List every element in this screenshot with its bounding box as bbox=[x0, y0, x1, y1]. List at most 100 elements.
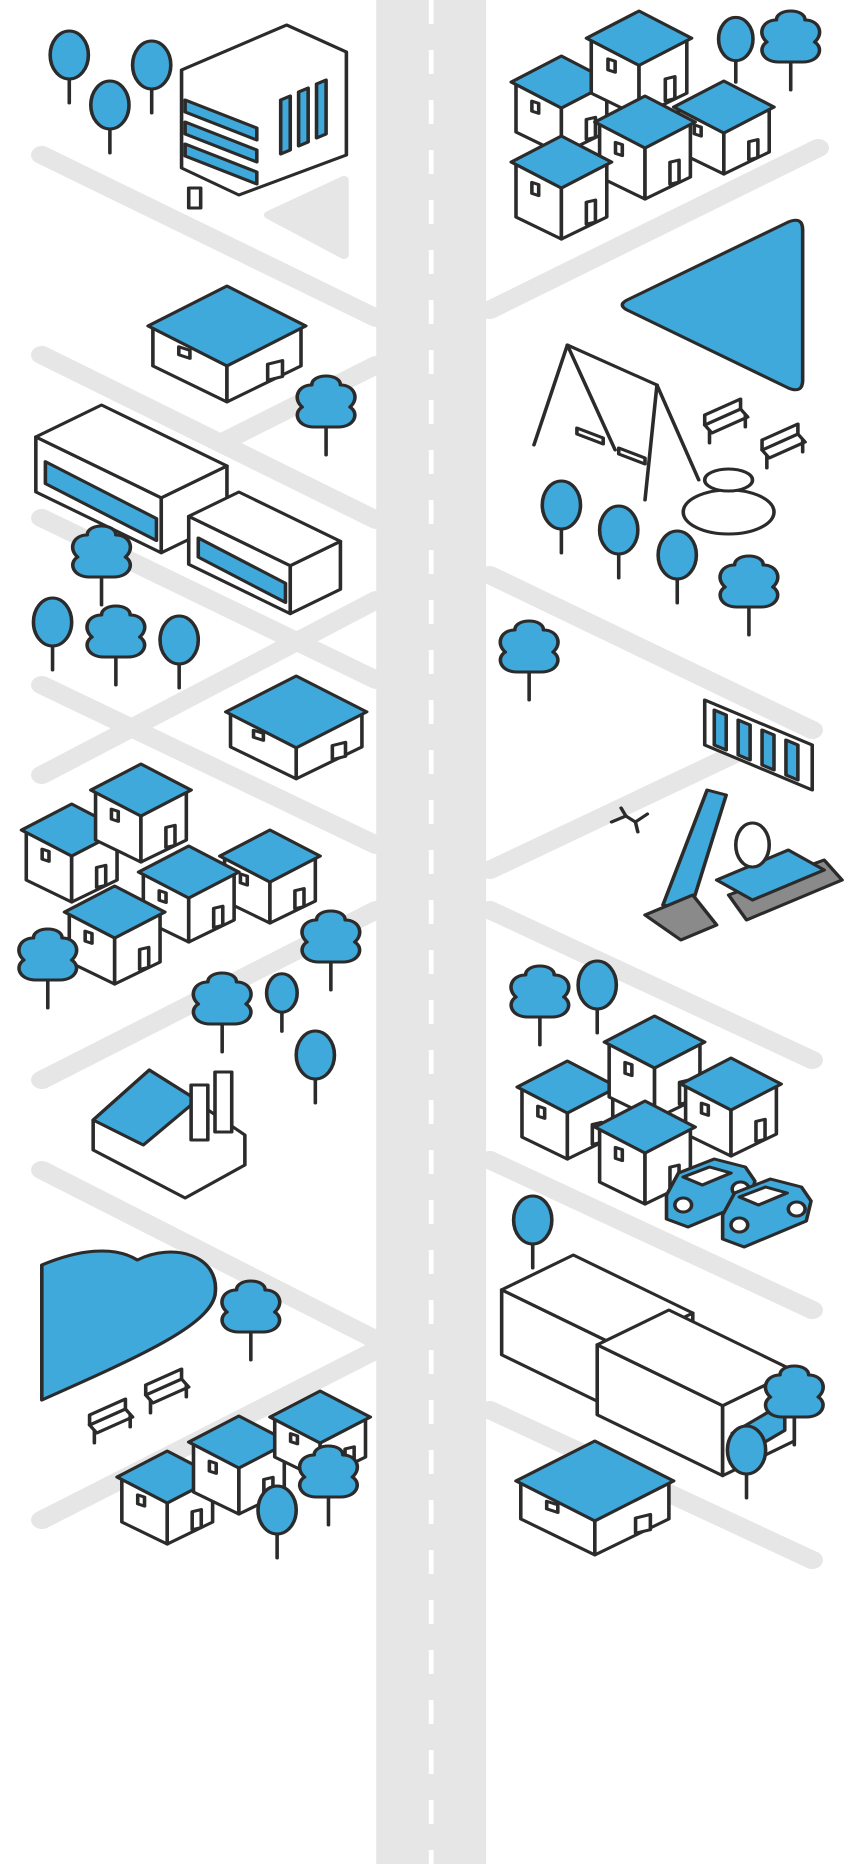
sign-post bbox=[186, 186, 203, 210]
roads bbox=[31, 0, 829, 1864]
side-road bbox=[478, 901, 823, 1069]
tree-crown bbox=[70, 524, 133, 579]
flat-roof-building bbox=[146, 284, 308, 404]
door bbox=[747, 138, 760, 162]
tree-crown bbox=[300, 909, 362, 964]
door bbox=[754, 1117, 767, 1143]
tree-crown bbox=[511, 1194, 554, 1246]
roof bbox=[671, 79, 776, 135]
round-tree bbox=[763, 1364, 825, 1447]
office-stripe bbox=[183, 142, 259, 186]
roof bbox=[146, 284, 308, 368]
window bbox=[613, 1145, 625, 1163]
roof bbox=[62, 884, 167, 940]
roof bbox=[515, 1059, 620, 1115]
fountain-basin bbox=[681, 488, 776, 536]
playground-area bbox=[620, 218, 805, 392]
house bbox=[88, 762, 193, 864]
main-road bbox=[376, 0, 487, 1864]
tree bbox=[716, 15, 755, 84]
round-tree bbox=[297, 1444, 360, 1527]
excavator-bucket bbox=[643, 893, 719, 942]
tree-crown bbox=[85, 604, 147, 659]
roof bbox=[514, 1439, 676, 1523]
tree-crown bbox=[597, 504, 640, 556]
car-wheel bbox=[673, 1196, 694, 1214]
bench bbox=[702, 397, 750, 445]
barrier-stripe bbox=[712, 708, 729, 752]
tree-crown bbox=[718, 554, 780, 609]
tree-crown bbox=[294, 1029, 337, 1081]
tree-crown bbox=[763, 1364, 825, 1419]
tree-crown bbox=[256, 1484, 299, 1536]
bench-back bbox=[760, 422, 800, 452]
barrier-stripe bbox=[784, 738, 800, 782]
window bbox=[83, 929, 94, 945]
round-tree bbox=[300, 909, 362, 992]
tree bbox=[88, 79, 131, 155]
roof bbox=[584, 9, 694, 67]
roof bbox=[593, 1099, 697, 1155]
swing-frame bbox=[643, 383, 659, 502]
tree bbox=[597, 504, 640, 580]
fountain bbox=[681, 467, 776, 536]
city-objects bbox=[17, 9, 844, 1560]
tree bbox=[576, 959, 619, 1035]
bench-back bbox=[702, 397, 743, 427]
car-wheel bbox=[786, 1200, 807, 1218]
door bbox=[668, 158, 681, 186]
door bbox=[164, 823, 177, 849]
door bbox=[584, 198, 598, 226]
swing-bar bbox=[565, 343, 659, 387]
roof bbox=[34, 403, 229, 500]
window bbox=[135, 1493, 147, 1508]
swing-frame bbox=[655, 383, 701, 482]
side-road bbox=[31, 1161, 387, 1349]
roof bbox=[88, 762, 193, 818]
tree bbox=[725, 1424, 768, 1500]
window-band bbox=[196, 536, 288, 604]
window bbox=[207, 1459, 218, 1475]
roof bbox=[217, 828, 322, 884]
tree bbox=[264, 972, 299, 1033]
door bbox=[137, 945, 151, 971]
office-facade bbox=[179, 23, 349, 197]
bench-back bbox=[87, 1397, 128, 1427]
round-tree bbox=[295, 374, 357, 457]
factory bbox=[91, 1068, 247, 1200]
roof bbox=[186, 1414, 291, 1470]
round-tree bbox=[498, 619, 560, 702]
tree-crown bbox=[297, 1444, 360, 1499]
roof bbox=[509, 134, 614, 190]
barrier-stripe bbox=[760, 728, 776, 772]
tree-crown bbox=[576, 959, 619, 1011]
side-road bbox=[31, 146, 387, 327]
excavator-cab bbox=[733, 821, 772, 869]
tree bbox=[158, 614, 201, 690]
door bbox=[265, 359, 285, 382]
road-island bbox=[263, 176, 349, 259]
tree bbox=[31, 596, 74, 672]
chimney bbox=[213, 1070, 234, 1134]
tree bbox=[656, 529, 699, 605]
round-tree bbox=[191, 971, 253, 1054]
tree bbox=[256, 1484, 299, 1560]
tree bbox=[511, 1194, 554, 1270]
car-windshield bbox=[737, 1185, 789, 1207]
door bbox=[190, 1508, 204, 1532]
round-tree bbox=[760, 9, 822, 92]
window bbox=[623, 1060, 634, 1078]
window bbox=[606, 57, 617, 74]
bench-back bbox=[143, 1367, 184, 1397]
fountain-top bbox=[702, 467, 755, 493]
road-crack-icon bbox=[609, 806, 650, 834]
side-road bbox=[31, 591, 387, 784]
school-building bbox=[34, 403, 229, 555]
school-annex bbox=[186, 490, 343, 616]
car bbox=[720, 1177, 813, 1249]
tree-crown bbox=[725, 1424, 768, 1476]
tree-crown bbox=[295, 374, 357, 429]
door bbox=[94, 863, 108, 889]
tree-crown bbox=[88, 79, 131, 131]
pond bbox=[40, 1249, 218, 1402]
